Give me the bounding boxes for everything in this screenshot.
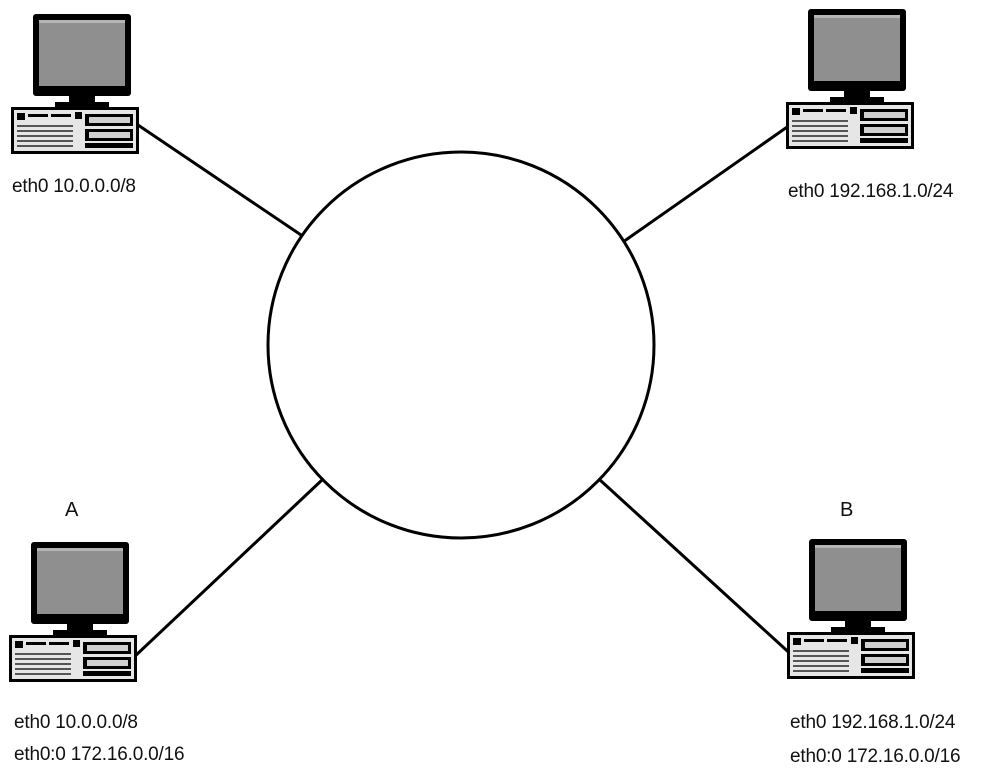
computer-icon-bottom-left xyxy=(9,542,137,682)
interface-label-a-eth0: eth0 10.0.0.0/8 xyxy=(14,712,138,733)
host-name-a: A xyxy=(65,499,79,521)
network-circle-icon xyxy=(266,150,656,540)
link-top-left xyxy=(137,123,308,241)
link-bottom-left xyxy=(131,478,324,660)
link-top-right xyxy=(622,123,791,244)
interface-label-top-right-eth0: eth0 192.168.1.0/24 xyxy=(788,181,954,202)
interface-label-top-left-eth0: eth0 10.0.0.0/8 xyxy=(12,176,136,197)
interface-label-b-eth0: eth0 192.168.1.0/24 xyxy=(790,712,956,733)
computer-icon-bottom-right xyxy=(787,539,915,679)
interface-label-b-eth0-0: eth0:0 172.16.0.0/16 xyxy=(790,746,961,767)
computer-icon-top-left xyxy=(11,14,139,154)
computer-icon-top-right xyxy=(786,9,914,149)
link-bottom-right xyxy=(598,478,797,660)
host-name-b: B xyxy=(840,499,854,521)
interface-label-a-eth0-0: eth0:0 172.16.0.0/16 xyxy=(14,744,185,765)
